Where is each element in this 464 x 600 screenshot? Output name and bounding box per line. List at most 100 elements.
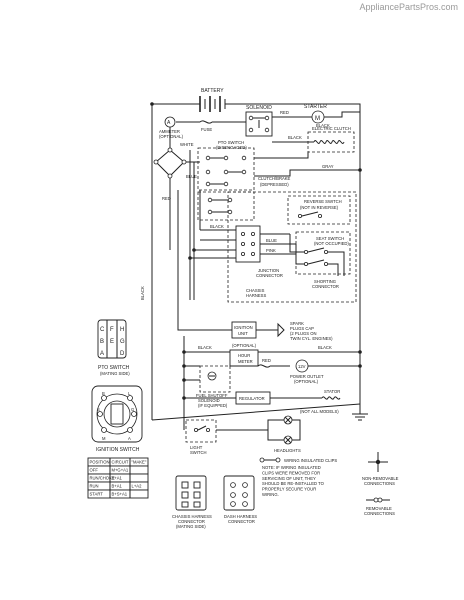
svg-text:PINK: PINK	[266, 248, 276, 253]
wiring-clips-title: WIRING INSULATED CLIPS	[284, 458, 337, 463]
svg-text:GRAY: GRAY	[322, 164, 334, 169]
main-wire-loop	[151, 103, 361, 421]
svg-text:12V: 12V	[298, 364, 306, 369]
battery-label: BATTERY	[201, 88, 224, 94]
chassis-harness-label: CHASSIS	[246, 288, 265, 293]
ammeter-sub: (OPTIONAL)	[159, 134, 184, 139]
table-header-cell: CIRCUIT	[112, 460, 129, 465]
table-cell: START	[90, 492, 104, 497]
pto-switch-upper: PTO SWITCH (DISENGAGED)	[197, 140, 309, 191]
ignition-unit-label: IGNITION	[234, 325, 253, 330]
dash-harness-connector: DASH HARNESS CONNECTOR	[223, 475, 257, 524]
non-removable-label: NON-REMOVABLE	[362, 476, 399, 481]
ignition-harness-node	[153, 127, 200, 250]
fuel-solenoid-label: FUEL SHUTOFF	[196, 393, 228, 398]
junction-connector: JUNCTION CONNECTOR BLACK BLUE PINK	[190, 224, 296, 278]
regulator-label: REGULATOR	[239, 396, 265, 401]
table-cell: L+A2	[132, 484, 143, 489]
electric-clutch-label: ELECTRIC CLUTCH	[312, 126, 351, 131]
safety-switch-panel: REVERSE SWITCH (NOT IN REVERSE) SEAT SWI…	[227, 191, 357, 303]
light-switch: LIGHT SWITCH HEADLIGHTS (NOT ALL MODELS)	[185, 409, 339, 455]
chassis-conn-sub2: (MATING SIDE)	[176, 524, 206, 529]
seat-switch-sub: (NOT OCCUPIED)	[314, 241, 349, 246]
table-header-cell: POSITION	[90, 460, 110, 465]
junction-dots	[150, 102, 362, 368]
spark-plugs-sub2: (2 PLUGS ON	[290, 331, 317, 336]
clutch-brake-label: CLUTCH/BRAKE	[258, 176, 291, 181]
table-cell: M+G+A1	[112, 468, 129, 473]
pto-letter: E	[110, 339, 114, 345]
svg-text:BLACK: BLACK	[210, 224, 224, 229]
svg-text:BLACK: BLACK	[318, 345, 332, 350]
ignition-terminal-letter: L	[128, 391, 131, 396]
pto-legend-sub: (MATING SIDE)	[100, 371, 130, 376]
svg-text:RED: RED	[280, 110, 289, 115]
ignition-unit: IGNITION UNIT SPARK PLUGS CAP (2 PLUGS O…	[177, 290, 333, 341]
svg-text:BLUE: BLUE	[266, 238, 277, 243]
pto-switch-sub: (DISENGAGED)	[216, 145, 247, 150]
ignition-terminal-letter: B	[102, 391, 105, 396]
note-line: PROPERLY SECURE YOUR	[262, 487, 316, 492]
hour-meter-sub: METER	[238, 359, 253, 364]
ignition-unit-sub: UNIT	[238, 331, 248, 336]
svg-text:BLACK: BLACK	[316, 123, 330, 128]
ignition-terminal-letter: M	[102, 436, 106, 441]
pto-letter: B	[100, 339, 104, 345]
stator-label: STATOR	[324, 389, 340, 394]
pto-letter: H	[120, 327, 124, 333]
shorting-sub: CONNECTOR	[312, 284, 339, 289]
fuel-solenoid: FUEL SHUTOFF SOLENOID (IF EQUIPPED)	[182, 364, 231, 408]
note-line: NOTE: IF WIRING INSULATED	[262, 465, 321, 470]
clutch-brake-switch: CLUTCH/BRAKE (DEPRESSED) GRAY	[197, 164, 360, 221]
reverse-switch-sub: (NOT IN REVERSE)	[300, 205, 339, 210]
pto-letter: G	[120, 339, 125, 345]
pto-legend-title: PTO SWITCH	[98, 365, 130, 371]
svg-text:BLACK: BLACK	[140, 286, 145, 300]
svg-text:BLACK: BLACK	[198, 345, 212, 350]
table-cell: RUN/CHOKE	[90, 476, 115, 481]
light-switch-sub: SWITCH	[190, 450, 207, 455]
power-outlet: 12V POWER OUTLET (OPTIONAL) RED	[230, 358, 360, 384]
table-row	[87, 489, 149, 499]
non-removable-sub: CONNECTIONS	[364, 481, 395, 486]
chassis-harness-connector: CHASSIS HARNESS CONNECTOR (MATING SIDE)	[172, 475, 212, 529]
svg-text:BLUE: BLUE	[186, 174, 197, 179]
pto-letter: A	[100, 351, 104, 357]
note-line: SHOULD BE RE-INSTALLED TO	[262, 481, 325, 486]
ammeter: A AMMETER (OPTIONAL)	[159, 116, 184, 139]
solenoid: SOLENOID	[245, 105, 273, 137]
ignition-switch-title: IGNITION SWITCH	[96, 447, 140, 453]
dash-conn-sub: CONNECTOR	[228, 519, 255, 524]
power-outlet-label: POWER OUTLET	[290, 374, 324, 379]
note-line: SERVICING OF UNIT, THEY	[262, 476, 316, 481]
reverse-switch-label: REVERSE SWITCH	[304, 199, 342, 204]
removable-sub: CONNECTIONS	[364, 511, 395, 516]
svg-text:M: M	[315, 116, 320, 122]
junction-sub: CONNECTOR	[256, 273, 283, 278]
ignition-terminal-letter: A	[128, 436, 131, 441]
pto-switch-label: PTO SWITCH	[218, 140, 244, 145]
table-cell: B+A1	[112, 484, 123, 489]
removable-label: REMOVABLE	[366, 506, 392, 511]
battery: BATTERY	[196, 88, 234, 112]
harness-runs: WHITE BLUE RED	[162, 142, 201, 300]
table-header-cell: "MAKE"	[132, 460, 147, 465]
ignition-terminal-letter: G	[131, 407, 134, 412]
solenoid-label: SOLENOID	[246, 105, 272, 111]
regulator-stator: REGULATOR STATOR	[182, 389, 341, 405]
svg-text:WHITE: WHITE	[180, 142, 194, 147]
spark-plugs-label: SPARK	[290, 321, 304, 326]
svg-text:A: A	[167, 120, 171, 126]
tail-note: (NOT ALL MODELS)	[300, 409, 339, 414]
chassis-conn-label: CHASSIS HARNESS	[172, 514, 212, 519]
power-outlet-sub: (OPTIONAL)	[294, 379, 319, 384]
table-cell: B+A1	[112, 476, 123, 481]
pto-letter: F	[110, 327, 114, 333]
fuel-solenoid-sub1: SOLENOID	[198, 398, 220, 403]
hour-meter-label: HOUR	[238, 353, 250, 358]
fuse-label: FUSE	[201, 127, 212, 132]
